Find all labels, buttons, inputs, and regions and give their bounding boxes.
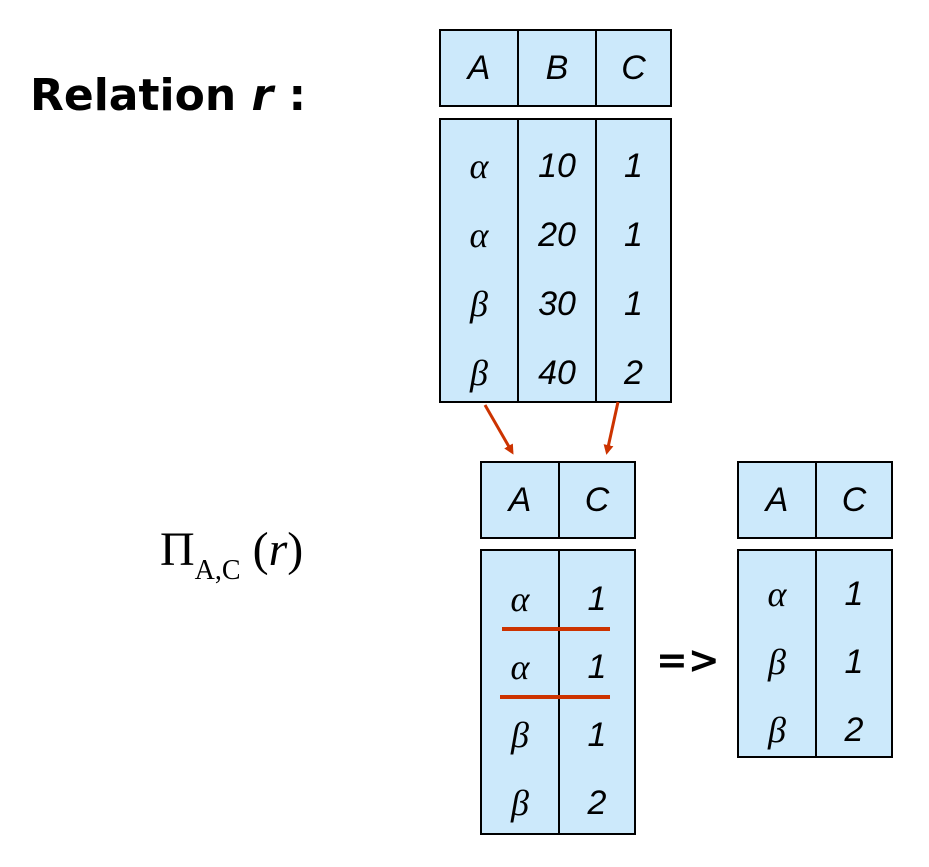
result-row2-c: 1 bbox=[844, 642, 864, 681]
projection-close: ) bbox=[287, 523, 304, 576]
arrow-a-column bbox=[483, 404, 514, 455]
result-row1-a: α bbox=[767, 574, 787, 614]
relation-r-body: α 10 1 α 20 1 β 30 1 β 40 2 bbox=[439, 118, 672, 403]
projection-symbol: Π bbox=[160, 523, 195, 576]
relation-r-header-c: C bbox=[621, 48, 646, 87]
relation-r-row2-a: α bbox=[469, 215, 489, 255]
projected-row1-c: 1 bbox=[587, 579, 607, 618]
projected-header-c: C bbox=[584, 480, 610, 519]
relation-r-header-a: A bbox=[467, 48, 491, 87]
relation-r-row2-b: 20 bbox=[538, 215, 576, 254]
relation-r-row1-c: 1 bbox=[624, 146, 643, 185]
projected-body: α 1 α 1 β 1 β 2 bbox=[480, 549, 636, 835]
title-prefix: Relation bbox=[30, 70, 252, 121]
relation-r-row3-c: 1 bbox=[624, 284, 643, 323]
projected-header: A C bbox=[480, 461, 636, 539]
projected-row3-c: 1 bbox=[587, 715, 607, 754]
arrow-c-column bbox=[603, 401, 620, 455]
projection-open: ( bbox=[240, 523, 269, 576]
relation-r-header: A B C bbox=[439, 29, 672, 107]
result-row1-c: 1 bbox=[844, 574, 864, 613]
relation-r-row3-b: 30 bbox=[538, 284, 576, 323]
title-suffix: : bbox=[273, 70, 307, 121]
projected-row2-c: 1 bbox=[587, 647, 607, 686]
projection-expression: ΠA,C (r) bbox=[160, 520, 303, 587]
relation-r-row4-b: 40 bbox=[538, 353, 576, 392]
relation-r-row4-a: β bbox=[470, 353, 488, 393]
projected-row4-c: 2 bbox=[587, 783, 607, 822]
implies-arrow: => bbox=[656, 638, 720, 682]
result-row3-a: β bbox=[768, 710, 786, 750]
result-header-c: C bbox=[841, 480, 867, 519]
projected-row3-a: β bbox=[511, 715, 529, 755]
projected-row4-a: β bbox=[511, 783, 529, 823]
relation-r-row1-a: α bbox=[469, 146, 489, 186]
title-var: r bbox=[251, 70, 274, 121]
result-header-a: A bbox=[765, 480, 789, 519]
relation-r-row3-a: β bbox=[470, 284, 488, 324]
relation-r-row2-c: 1 bbox=[624, 215, 643, 254]
result-body: α 1 β 1 β 2 bbox=[737, 549, 893, 758]
result-header: A C bbox=[737, 461, 893, 539]
projected-row2-a: α bbox=[510, 647, 530, 687]
projection-arg: r bbox=[268, 523, 288, 576]
projected-row1-a: α bbox=[510, 579, 530, 619]
projection-subscript: A,C bbox=[194, 555, 241, 586]
relation-r-row1-b: 10 bbox=[538, 146, 576, 185]
relation-r-row4-c: 2 bbox=[624, 353, 643, 392]
projected-header-a: A bbox=[508, 480, 532, 519]
result-row2-a: β bbox=[768, 642, 786, 682]
relation-r-header-b: B bbox=[545, 48, 569, 87]
result-row3-c: 2 bbox=[844, 710, 864, 749]
relation-title: Relation r : bbox=[30, 68, 306, 124]
